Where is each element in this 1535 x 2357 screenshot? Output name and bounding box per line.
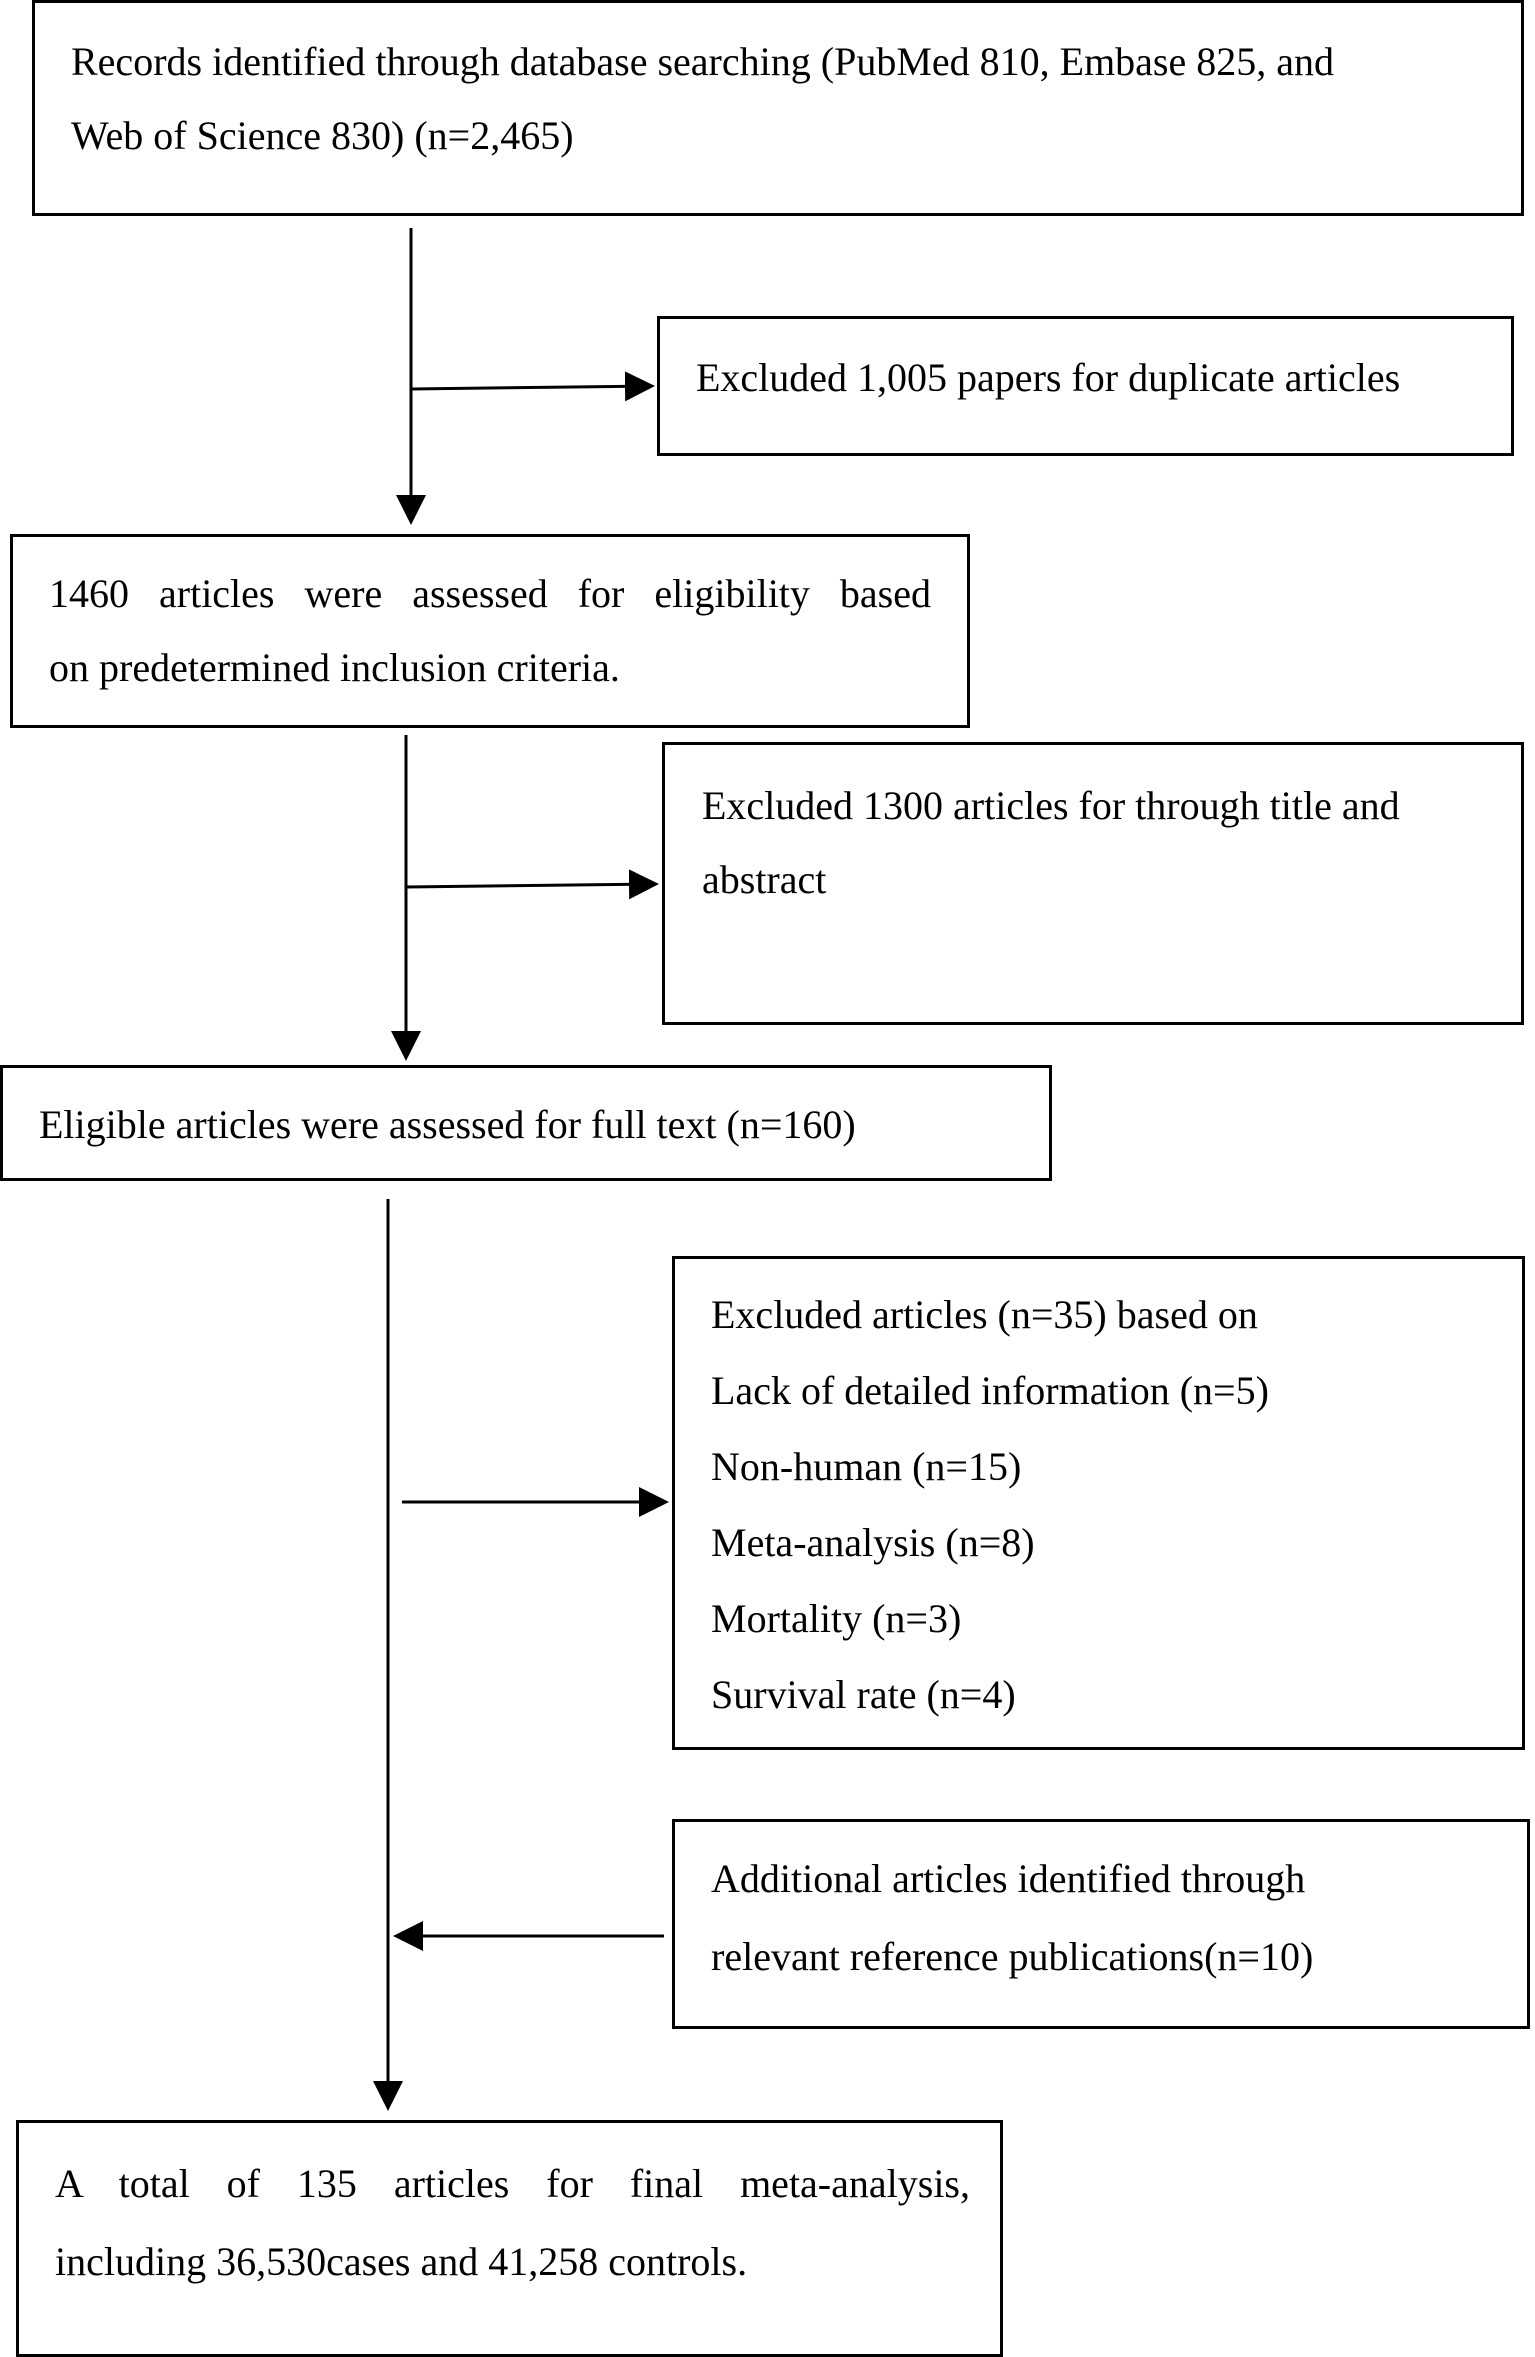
excluded-reasons-header: Excluded articles (n=35) based on xyxy=(711,1292,1258,1337)
eligible-full-text-line1: Eligible articles were assessed for full… xyxy=(39,1102,856,1147)
eligible-full-text-box: Eligible articles were assessed for full… xyxy=(0,1065,1052,1181)
excluded-reason-item: Survival rate (n=4) xyxy=(711,1672,1016,1717)
excluded-title-abstract-line2: abstract xyxy=(702,857,827,902)
records-identified-box: Records identified through database sear… xyxy=(32,0,1524,216)
assessed-eligibility-box: 1460 articles were assessed for eligibil… xyxy=(10,534,970,728)
final-meta-analysis-box: A total of 135 articles for final meta-a… xyxy=(16,2120,1003,2357)
assessed-eligibility-line1: 1460 articles were assessed for eligibil… xyxy=(49,571,931,616)
assessed-eligibility-line2: on predetermined inclusion criteria. xyxy=(49,645,620,690)
final-meta-analysis-line1: A total of 135 articles for final meta-a… xyxy=(55,2161,970,2206)
excluded-reason-item: Mortality (n=3) xyxy=(711,1596,962,1641)
records-identified-line2: Web of Science 830) (n=2,465) xyxy=(71,113,574,158)
additional-articles-box: Additional articles identified through r… xyxy=(672,1819,1530,2029)
excluded-reason-item: Meta-analysis (n=8) xyxy=(711,1520,1035,1565)
excluded-reason-item: Non-human (n=15) xyxy=(711,1444,1022,1489)
excluded-duplicates-text: Excluded 1,005 papers for duplicate arti… xyxy=(696,355,1401,400)
arrow-to-excluded-duplicates xyxy=(410,371,655,402)
records-identified-line1: Records identified through database sear… xyxy=(71,39,1335,84)
excluded-reason-item: Lack of detailed information (n=5) xyxy=(711,1368,1269,1413)
arrow-to-excluded-title xyxy=(405,869,659,900)
excluded-title-abstract-box: Excluded 1300 articles for through title… xyxy=(662,742,1524,1025)
excluded-title-abstract-line1: Excluded 1300 articles for through title… xyxy=(702,783,1400,828)
excluded-reasons-box: Excluded articles (n=35) based on Lack o… xyxy=(672,1256,1525,1750)
final-meta-analysis-line2: including 36,530cases and 41,258 control… xyxy=(55,2239,748,2284)
excluded-duplicates-box: Excluded 1,005 papers for duplicate arti… xyxy=(657,316,1514,456)
additional-articles-line2: relevant reference publications(n=10) xyxy=(711,1934,1314,1979)
additional-articles-line1: Additional articles identified through xyxy=(711,1856,1306,1901)
